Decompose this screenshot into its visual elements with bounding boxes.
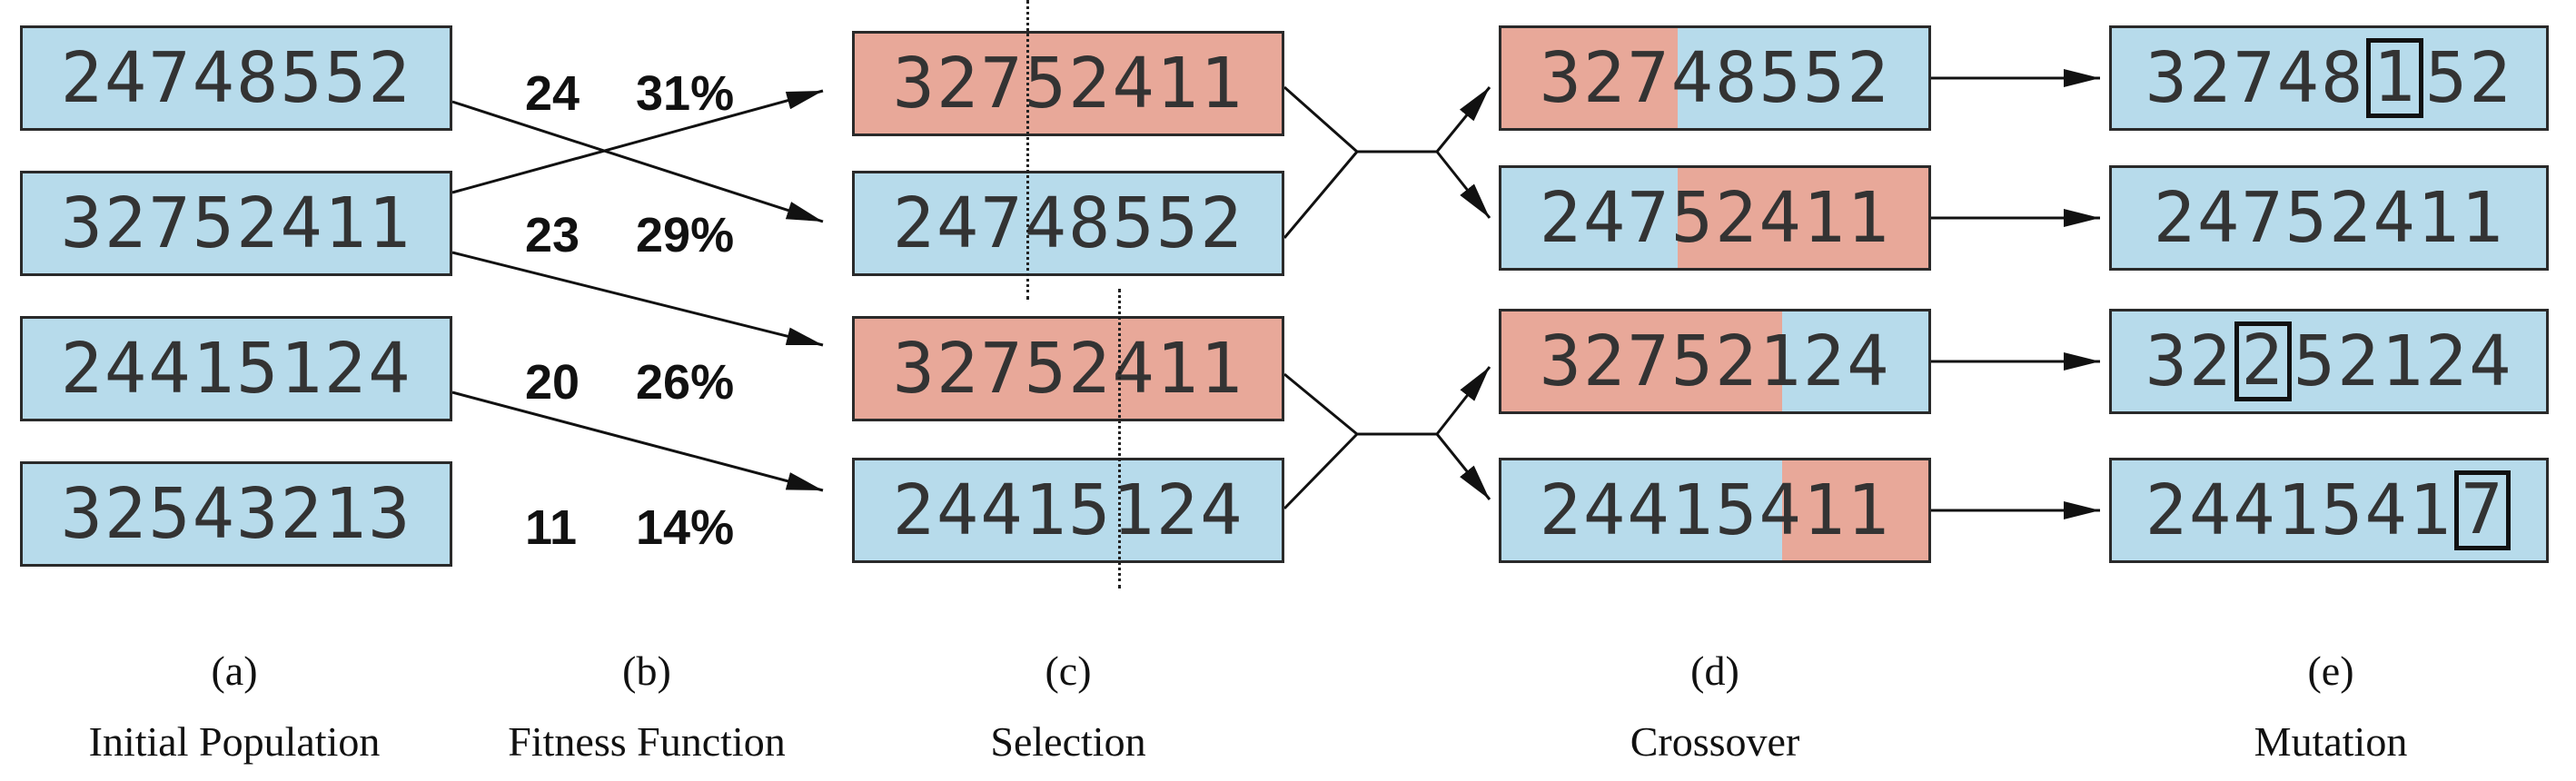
flow-arrow [1435, 86, 1491, 153]
panel-label: (a) [211, 648, 258, 694]
parent-segment-left [1501, 168, 1678, 268]
panel-label: (b) [622, 648, 671, 694]
flow-line [1283, 432, 1359, 510]
chromosome-text: 32752124 [1539, 321, 1891, 402]
flow-arrow [451, 390, 824, 492]
fitness-score: 11 [525, 500, 578, 555]
crossover-box: 24415411 [1499, 458, 1931, 563]
parent-segment-right [1782, 311, 1928, 411]
flow-arrow [451, 89, 824, 194]
panel-caption: Selection [990, 718, 1146, 765]
parent-segment-left [1501, 311, 1782, 411]
chromosome-text: 24415411 [1539, 470, 1891, 551]
chromosome-text: 24748552 [892, 183, 1244, 264]
flow-arrow [1435, 433, 1491, 500]
fitness-score: 23 [525, 208, 580, 262]
panel-caption: Initial Population [88, 718, 381, 765]
selection-box: 24415124 [852, 458, 1284, 563]
parent-segment-right [1678, 168, 1928, 268]
chromosome-text: 24415124 [60, 328, 412, 410]
fitness-score: 20 [525, 355, 580, 410]
selection-box: 32752411 [852, 316, 1284, 421]
flow-arrow [1435, 366, 1491, 435]
chromosome-text: 24415124 [892, 470, 1244, 551]
crossover-box: 32748552 [1499, 25, 1931, 131]
selection-box: 24748552 [852, 171, 1284, 276]
selection-box: 32752411 [852, 31, 1284, 136]
flow-line [1283, 372, 1358, 436]
parent-segment-left [1501, 460, 1782, 560]
fitness-percent: 26% [636, 355, 735, 410]
crossover-box: 32752124 [1499, 309, 1931, 414]
flow-line [1283, 85, 1358, 153]
panel-label: (c) [1045, 648, 1092, 694]
mutated-gene-highlight: 2 [2234, 321, 2292, 401]
panel-caption: Fitness Function [508, 718, 786, 765]
crossover-cut-line [1026, 0, 1029, 300]
population-box: 24748552 [20, 25, 452, 131]
panel-caption: Mutation [2254, 718, 2408, 765]
flow-line [1283, 151, 1359, 239]
chromosome-text: 32543213 [60, 473, 412, 555]
fitness-percent: 14% [636, 500, 735, 555]
flow-arrow [1435, 151, 1491, 219]
crossover-box: 24752411 [1499, 165, 1931, 271]
panel-label: (e) [2307, 648, 2354, 694]
flow-arrow [451, 100, 824, 223]
population-box: 32752411 [20, 171, 452, 276]
flow-arrow [451, 251, 824, 347]
chromosome-text: 32752411 [892, 43, 1244, 124]
parent-segment-left [1501, 28, 1678, 128]
chromosome-text: 24752411 [1539, 177, 1891, 259]
crossover-cut-line [1118, 289, 1121, 588]
population-box: 24415124 [20, 316, 452, 421]
parent-segment-right [1678, 28, 1928, 128]
mutated-gene-highlight: 7 [2454, 470, 2512, 550]
panel-label: (d) [1690, 648, 1739, 694]
panel-caption: Crossover [1630, 718, 1800, 765]
fitness-score: 24 [525, 66, 580, 121]
chromosome-text: 24748552 [60, 37, 412, 119]
chromosome-text: 32752411 [892, 328, 1244, 410]
fitness-percent: 29% [636, 208, 735, 262]
mutated-gene-highlight: 1 [2366, 38, 2423, 118]
population-box: 32543213 [20, 461, 452, 567]
chromosome-text: 32752411 [60, 183, 412, 264]
fitness-percent: 31% [636, 66, 735, 121]
chromosome-text: 32748552 [1539, 37, 1891, 119]
parent-segment-right [1782, 460, 1928, 560]
